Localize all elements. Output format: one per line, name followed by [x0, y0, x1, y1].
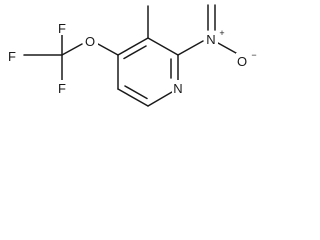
ring-nitrogen-label: N [173, 81, 182, 96]
nitro-oxygen-label: O [237, 54, 247, 69]
molecule-drawing: N N + O − O F F F [5, 4, 257, 107]
ring-bond-c6-n1 [147, 91, 173, 107]
nitro-nitrogen-positive-charge: + [219, 28, 224, 38]
fluorine-left-label: F [8, 49, 16, 64]
c4-ether-o-bond [97, 43, 119, 56]
ring-bond-c3-c4 [117, 37, 149, 56]
ring-bond-c5-c6 [117, 88, 149, 107]
ring-bond-c2-c3 [147, 37, 179, 56]
nitro-oxygen-negative-charge: − [251, 50, 256, 60]
nitro-nitrogen-label: N [206, 32, 215, 47]
fluorine-bottom-label: F [58, 81, 66, 96]
fluorine-top-label: F [58, 21, 66, 36]
chemical-structure-figure: N N + O − O F F F [0, 0, 262, 134]
ring-bond-c5-c6-double-inner [124, 85, 148, 100]
ether-oxygen-label: O [85, 34, 95, 49]
ring-bond-c4-c3-double-inner [123, 45, 147, 60]
nitro-n-o-single-bond [217, 42, 237, 54]
ether-o-cf3-bond [61, 43, 83, 56]
c2-nitro-bond [177, 40, 204, 56]
